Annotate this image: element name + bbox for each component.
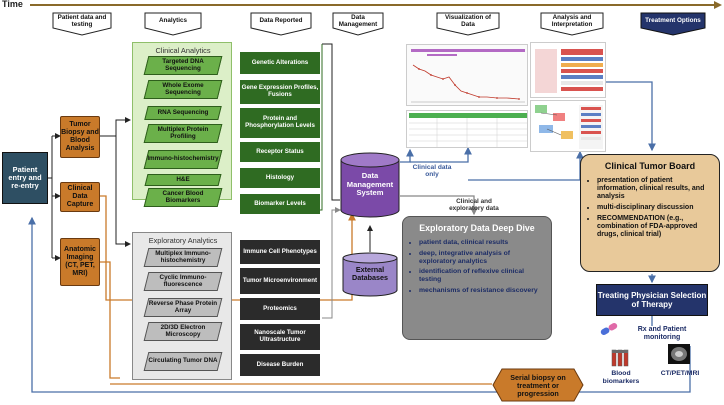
treating-physician-box: Treating Physician Selection of Therapy [596, 284, 708, 316]
analytics-ihc: Immuno-histochemistry [146, 150, 220, 169]
analytics-blood-biomarkers: Cancer Blood Biomarkers [146, 188, 220, 207]
reported-immune-phenotypes: Immune Cell Phenotypes [240, 240, 320, 264]
ct-pet-mri-label: CT/PET/MRI [660, 370, 700, 377]
deep-dive-list: patient data, clinical results deep, int… [409, 239, 545, 295]
external-databases: External Databases [342, 252, 398, 298]
deep-dive-item: patient data, clinical results [419, 239, 545, 247]
external-db-label: External Databases [352, 265, 388, 283]
reported-gene-expression: Gene Expression Profiles, Fusions [240, 80, 320, 104]
analytics-whole-exome: Whole Exome Sequencing [146, 80, 220, 99]
analytics-cyclic-if: Cyclic Immuno-fluorescence [146, 272, 220, 291]
visualization-chart-thumbnail [406, 44, 528, 106]
tumor-board-item: RECOMMENDATION (e.g., combination of FDA… [597, 215, 713, 239]
anatomic-imaging-box: Anatomic Imaging (CT, PET, MRI) [60, 238, 100, 286]
rx-monitoring-label: Rx and Patient monitoring [637, 326, 687, 341]
blood-biomarkers-label: Blood biomarkers [602, 370, 640, 385]
patient-entry-box: Patient entry and re-entry [2, 152, 48, 204]
deep-dive-title: Exploratory Data Deep Dive [419, 223, 535, 233]
clinical-data-only-label: Clinical data only [412, 164, 452, 179]
analytics-multiplex-ihc: Multiplex Immuno-histochemistry [146, 248, 220, 267]
header-data-management: Data Management [332, 12, 384, 36]
time-arrow: Time [0, 0, 724, 12]
analysis-network-thumbnail [530, 100, 606, 152]
clinical-analytics-title: Clinical Analytics [155, 46, 211, 55]
analysis-heatmap-thumbnail [530, 42, 606, 98]
reported-genetic-alterations: Genetic Alterations [240, 52, 320, 74]
header-visualization: Visualization of Data [436, 12, 500, 36]
dms-label: Data Management System [346, 171, 394, 197]
analytics-multiplex-protein: Multiplex Protein Profiling [146, 124, 220, 143]
ct-scan-icon [668, 344, 690, 364]
analytics-electron-microscopy: 2D/3D Electron Microscopy [146, 322, 220, 341]
serial-biopsy-box: Serial biopsy on treatment or progressio… [492, 368, 584, 402]
header-data-reported: Data Reported [250, 12, 312, 36]
analytics-ctdna: Circulating Tumor DNA [146, 352, 220, 371]
reported-protein-levels: Protein and Phosphorylation Levels [240, 108, 320, 138]
time-label: Time [2, 0, 23, 9]
analytics-rppa: Reverse Phase Protein Array [146, 298, 220, 317]
header-analytics: Analytics [144, 12, 202, 36]
clinical-data-capture-box: Clinical Data Capture [60, 182, 100, 212]
tumor-biopsy-box: Tumor Biopsy and Blood Analysis [60, 116, 100, 158]
reported-histology: Histology [240, 168, 320, 188]
tumor-board-item: presentation of patient information, cli… [597, 177, 713, 201]
reported-nanoscale: Nanoscale Tumor Ultrastructure [240, 324, 320, 350]
tumor-board-title: Clinical Tumor Board [604, 161, 696, 171]
deep-dive-item: deep, integrative analysis of explorator… [419, 250, 545, 266]
tumor-board-box: Clinical Tumor Board presentation of pat… [580, 154, 720, 272]
reported-receptor-status: Receptor Status [240, 142, 320, 162]
visualization-table-thumbnail [406, 110, 528, 148]
exploratory-analytics-title: Exploratory Analytics [148, 236, 218, 245]
analytics-targeted-dna: Targeted DNA Sequencing [146, 56, 220, 75]
clinical-exploratory-label: Clinical and exploratory data [449, 198, 499, 213]
deep-dive-item: mechanisms of resistance discovery [419, 287, 545, 295]
pill-icon [598, 322, 620, 336]
analytics-he: H&E [146, 174, 220, 186]
reported-tumor-microenvironment: Tumor Microenvironment [240, 268, 320, 294]
reported-biomarker-levels: Biomarker Levels [240, 194, 320, 214]
header-treatment-options: Treatment Options [640, 12, 706, 36]
header-patient-data: Patient data and testing [52, 12, 112, 36]
reported-disease-burden: Disease Burden [240, 354, 320, 376]
analytics-rna-seq: RNA Sequencing [146, 106, 220, 120]
tumor-board-list: presentation of patient information, cli… [587, 177, 713, 239]
deep-dive-item: identification of reflexive clinical tes… [419, 268, 545, 284]
header-analysis: Analysis and Interpretation [540, 12, 604, 36]
data-management-system: Data Management System [340, 152, 400, 218]
serial-biopsy-label: Serial biopsy on treatment or progressio… [510, 373, 566, 399]
deep-dive-box: Exploratory Data Deep Dive patient data,… [402, 216, 552, 340]
blood-tubes-icon [610, 348, 632, 368]
tumor-board-item: multi-disciplinary discussion [597, 204, 713, 212]
reported-proteomics: Proteomics [240, 298, 320, 320]
